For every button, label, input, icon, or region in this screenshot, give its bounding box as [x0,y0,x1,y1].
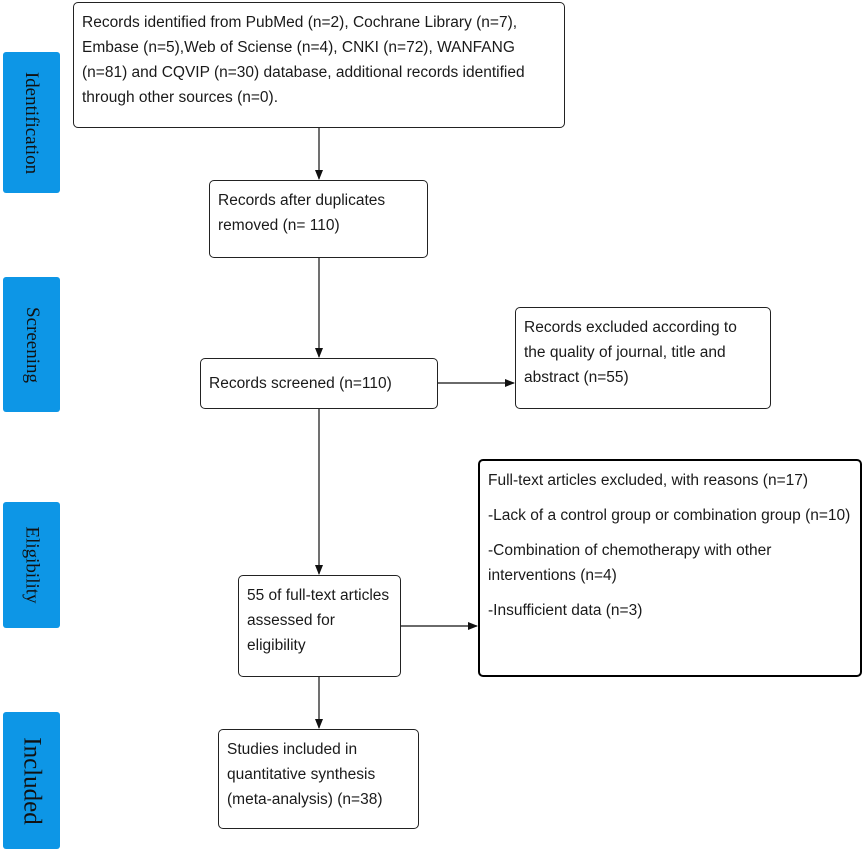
fulltext-excluded-title: Full-text articles excluded, with reason… [488,472,809,489]
stage-screening: Screening [3,277,60,412]
box-records-identified: Records identified from PubMed (n=2), Co… [73,2,565,128]
stage-included: Included [3,712,60,849]
box-records-excluded-screening: Records excluded according to the qualit… [515,307,771,409]
stage-identification: Identification [3,52,60,193]
box-fulltext-excluded: Full-text articles excluded, with reason… [478,459,862,677]
box-fulltext-assessed: 55 of full-text articles assessed for el… [238,575,401,677]
excluded-reason-item: -Lack of a control group or combination … [488,507,851,524]
records-screened-text: Records screened (n=110) [209,375,392,392]
box-duplicates-removed: Records after duplicates removed (n= 110… [209,180,428,258]
records-excluded-text: Records excluded according to the qualit… [524,319,737,386]
studies-included-text: Studies included in quantitative synthes… [227,741,383,808]
fulltext-assessed-text: 55 of full-text articles assessed for el… [247,587,390,654]
excluded-reason-item: -Combination of chemotherapy with other … [488,542,772,584]
box-records-screened: Records screened (n=110) [200,358,438,409]
duplicates-removed-text: Records after duplicates removed (n= 110… [218,192,386,234]
box-studies-included: Studies included in quantitative synthes… [218,729,419,829]
excluded-reason-item: -Insufficient data (n=3) [488,602,643,619]
stage-eligibility: Eligibility [3,502,60,628]
records-identified-text: Records identified from PubMed (n=2), Co… [82,14,525,106]
